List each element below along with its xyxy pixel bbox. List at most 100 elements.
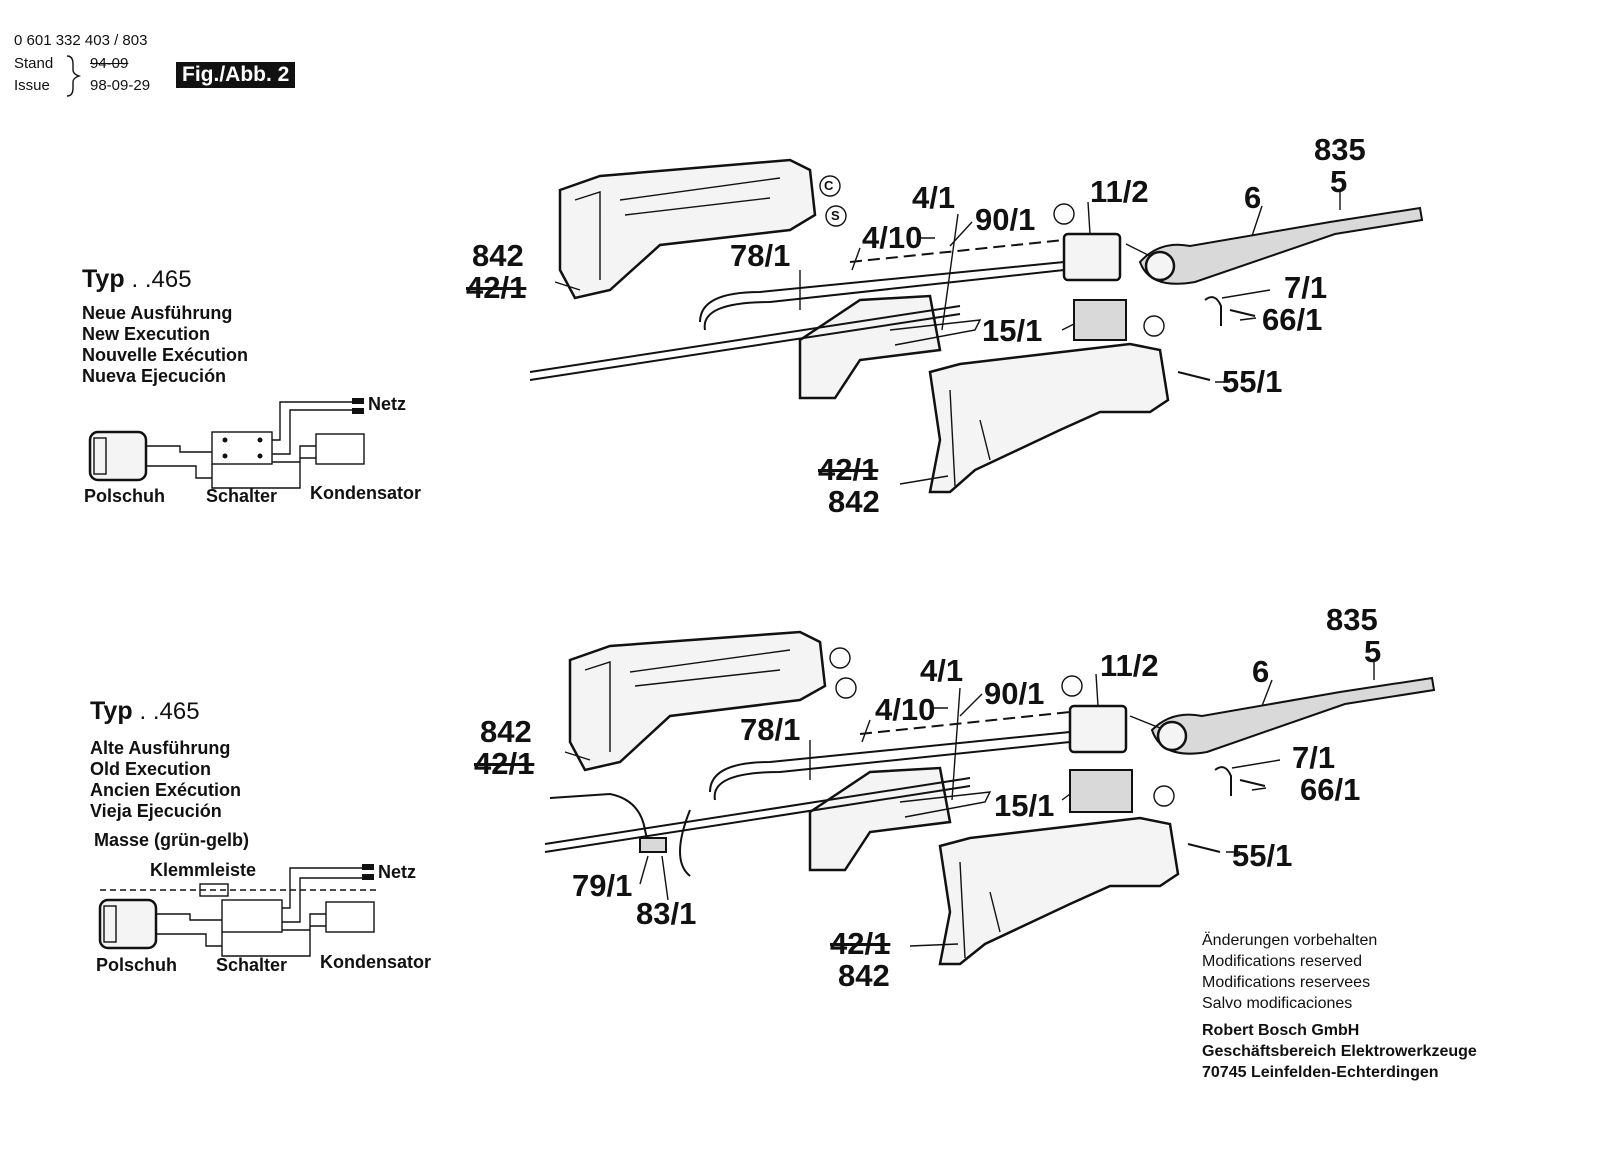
klemmleiste-label: Klemmleiste bbox=[150, 860, 257, 880]
execution-de-old: Alte Ausführung bbox=[90, 738, 231, 758]
part-42-1-top-old: 42/1 bbox=[474, 746, 535, 781]
part-5-new: 5 bbox=[1330, 164, 1348, 199]
polschuh-label-new: Polschuh bbox=[84, 486, 166, 506]
motor-pole-shoe-new bbox=[88, 430, 148, 482]
motor-pole-shoe-old bbox=[98, 898, 158, 950]
execution-de-new: Neue Ausführung bbox=[82, 303, 233, 323]
execution-fr-old: Ancien Exécution bbox=[90, 780, 242, 800]
cord-guard-new bbox=[1138, 206, 1424, 285]
schalter-label-old: Schalter bbox=[216, 955, 288, 975]
part-15-1-new: 15/1 bbox=[982, 313, 1043, 348]
housing-upper-old bbox=[568, 630, 827, 772]
netz-label-old: Netz bbox=[378, 862, 417, 882]
part-78-1-new: 78/1 bbox=[730, 238, 791, 273]
part-4-1-new: 4/1 bbox=[912, 180, 956, 215]
document-number: 0 601 332 403 / 803 bbox=[14, 32, 148, 49]
execution-es-new: Nueva Ejecución bbox=[82, 366, 227, 386]
part-90-1-old: 90/1 bbox=[984, 676, 1045, 711]
capacitor-new bbox=[1062, 232, 1122, 282]
terminal-block-old bbox=[639, 837, 667, 853]
polschuh-label-old: Polschuh bbox=[96, 955, 178, 975]
figure-label: Fig./Abb. 2 bbox=[176, 62, 296, 88]
type-heading-old: Typ . .465 bbox=[90, 697, 200, 726]
c-mark-icon: C bbox=[824, 178, 834, 193]
typ-prefix-old: Typ bbox=[90, 697, 133, 725]
company-name: Robert Bosch GmbH bbox=[1202, 1022, 1360, 1039]
part-6-old: 6 bbox=[1252, 654, 1270, 689]
part-842-bottom-old: 842 bbox=[838, 958, 890, 993]
part-79-1-old: 79/1 bbox=[572, 868, 633, 903]
part-42-1-bottom-old: 42/1 bbox=[830, 926, 891, 961]
wiring-diagram-new bbox=[88, 398, 365, 489]
part-11-2-new: 11/2 bbox=[1090, 174, 1149, 209]
kondensator-label-new: Kondensator bbox=[310, 483, 422, 503]
part-78-1-old: 78/1 bbox=[740, 712, 801, 747]
execution-list-old: Alte Ausführung Old Execution Ancien Exé… bbox=[90, 738, 241, 822]
part-5-old: 5 bbox=[1364, 634, 1382, 669]
note-fr: Modifications reservees bbox=[1202, 974, 1371, 991]
switch-box-old bbox=[221, 899, 283, 933]
exploded-view-old bbox=[544, 630, 1436, 966]
housing-lower-new bbox=[928, 342, 1170, 494]
execution-es-old: Vieja Ejecución bbox=[90, 801, 222, 821]
capacitor-old bbox=[1068, 704, 1128, 754]
carbon-brush-old bbox=[1069, 769, 1133, 813]
part-4-10-old: 4/10 bbox=[875, 692, 936, 727]
switch-old bbox=[808, 766, 952, 872]
footer-notes: Änderungen vorbehalten Modifications res… bbox=[1202, 930, 1377, 1014]
note-es: Salvo modificaciones bbox=[1202, 995, 1353, 1012]
capacitor-box-old bbox=[325, 901, 375, 933]
part-83-1-old: 83/1 bbox=[636, 896, 697, 931]
company-address: 70745 Leinfelden-Echterdingen bbox=[1202, 1064, 1439, 1081]
typ-prefix-new: Typ bbox=[82, 265, 125, 293]
part-835-new: 835 bbox=[1314, 132, 1366, 167]
execution-list-new: Neue Ausführung New Execution Nouvelle E… bbox=[82, 303, 248, 387]
housing-upper-new bbox=[558, 158, 817, 300]
motor-pole-face-new bbox=[93, 437, 107, 475]
part-7-1-new: 7/1 bbox=[1284, 270, 1328, 305]
typ-suffix-old: . .465 bbox=[139, 698, 200, 725]
issue-label: Issue bbox=[14, 77, 50, 94]
part-842-bottom-new: 842 bbox=[828, 484, 880, 519]
execution-fr-new: Nouvelle Exécution bbox=[82, 345, 249, 365]
company-block: Robert Bosch GmbH Geschäftsbereich Elekt… bbox=[1202, 1020, 1477, 1083]
part-66-1-new: 66/1 bbox=[1262, 302, 1323, 337]
typ-suffix-new: . .465 bbox=[131, 266, 192, 293]
execution-en-old: Old Execution bbox=[90, 759, 212, 779]
part-842-top-new: 842 bbox=[472, 238, 524, 273]
note-en: Modifications reserved bbox=[1202, 953, 1363, 970]
part-842-top-old: 842 bbox=[480, 714, 532, 749]
exploded-view-new bbox=[529, 158, 1424, 494]
masse-label: Masse (grün-gelb) bbox=[94, 830, 250, 850]
part-6-new: 6 bbox=[1244, 180, 1262, 215]
capacitor-box-new bbox=[315, 433, 365, 465]
motor-pole-face-old bbox=[103, 905, 117, 943]
type-heading-new: Typ . .465 bbox=[82, 265, 192, 294]
stand-label: Stand bbox=[14, 55, 54, 72]
part-55-1-old: 55/1 bbox=[1232, 838, 1293, 873]
wiring-diagram-old bbox=[98, 864, 380, 957]
company-division: Geschäftsbereich Elektrowerkzeuge bbox=[1202, 1043, 1477, 1060]
note-de: Änderungen vorbehalten bbox=[1202, 932, 1378, 949]
execution-en-new: New Execution bbox=[82, 324, 211, 344]
terminal-strip bbox=[199, 883, 229, 897]
part-42-1-top-new: 42/1 bbox=[466, 270, 527, 305]
switch-box-new bbox=[211, 431, 273, 465]
issue-date: 98-09-29 bbox=[90, 77, 151, 94]
part-42-1-bottom-new: 42/1 bbox=[818, 452, 879, 487]
part-55-1-new: 55/1 bbox=[1222, 364, 1283, 399]
old-stand-date: 94-09 bbox=[90, 55, 129, 72]
part-66-1-old: 66/1 bbox=[1300, 772, 1361, 807]
kondensator-label-old: Kondensator bbox=[320, 952, 432, 972]
part-15-1-old: 15/1 bbox=[994, 788, 1055, 823]
part-835-old: 835 bbox=[1326, 602, 1378, 637]
part-4-1-old: 4/1 bbox=[920, 653, 964, 688]
part-7-1-old: 7/1 bbox=[1292, 740, 1336, 775]
part-4-10-new: 4/10 bbox=[862, 220, 923, 255]
schalter-label-new: Schalter bbox=[206, 486, 278, 506]
header-brace bbox=[66, 55, 82, 97]
housing-lower-old bbox=[938, 816, 1180, 966]
s-mark-icon: S bbox=[831, 208, 840, 223]
part-11-2-old: 11/2 bbox=[1100, 648, 1159, 683]
